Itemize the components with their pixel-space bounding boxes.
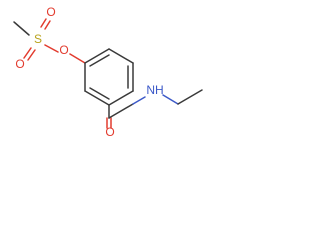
ring-bond-2: [108, 48, 134, 64]
oxygen-ester-atom-label: O: [59, 43, 68, 57]
bond-methyl-sulfur: [13, 21, 30, 36]
bond-sulfur-oxygen-top-b: [40, 18, 47, 28]
sulfur-atom-label: S: [34, 32, 42, 46]
bond-sulfur-oxygen-ester: [44, 44, 59, 53]
bond-methylene-amine: [132, 96, 146, 105]
structure-diagram: S O O O O NH: [13, 5, 203, 139]
amine-atom-label: NH: [146, 83, 163, 97]
bond-carbonyl-methylene: [108, 103, 134, 119]
oxygen-ketone-atom-label: O: [105, 125, 114, 139]
bond-sulfur-oxygen-left-b: [27, 49, 36, 61]
oxygen-left-atom-label: O: [15, 57, 24, 71]
bond-sulfur-oxygen-left-a: [23, 47, 32, 59]
ring-double-bond-3: [89, 87, 110, 100]
ring-bond-4: [108, 90, 134, 106]
oxygen-top-atom-label: O: [46, 5, 55, 19]
ring-bond-1: [84, 48, 110, 64]
bond-ethyl: [177, 89, 203, 105]
bond-oxygen-ring: [69, 53, 86, 64]
ring-bond-5: [84, 90, 110, 106]
bond-amine-ethyl: [162, 94, 179, 105]
ring-double-bond-1: [89, 54, 110, 67]
bond-sulfur-oxygen-top-a: [44, 20, 51, 30]
